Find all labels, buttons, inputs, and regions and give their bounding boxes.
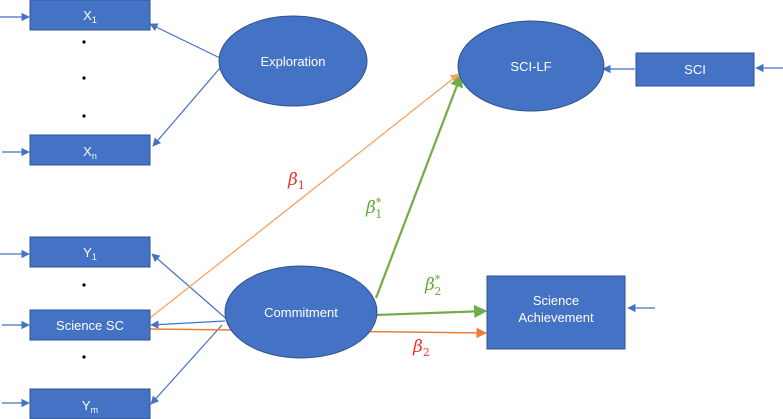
label-beta1-star-symbol: β — [365, 198, 376, 218]
label-beta2-star-sub: 2 — [434, 285, 441, 298]
node-exploration-label: Exploration — [260, 54, 325, 69]
label-beta2-sub: 2 — [423, 346, 430, 359]
node-science-sc-label: Science SC — [56, 318, 124, 333]
node-xn: Xn — [29, 134, 151, 166]
node-y1-label: Y — [83, 245, 92, 260]
label-beta1-star: β*1 — [365, 196, 382, 221]
node-achievement-line1: Science — [533, 293, 579, 308]
label-beta2-symbol: β — [412, 337, 423, 357]
svg-text:Ym: Ym — [82, 398, 98, 415]
svg-text:Xn: Xn — [83, 144, 97, 161]
path-beta1-star-arrow — [374, 73, 463, 299]
path-beta1-arrow — [149, 73, 460, 319]
node-xn-sub: n — [92, 151, 97, 161]
label-beta1-star-sup: * — [376, 196, 382, 209]
node-science-achievement: Science Achievement — [486, 275, 626, 350]
label-beta2-star: β*2 — [424, 273, 441, 298]
node-sci-lf: SCI-LF — [457, 20, 605, 112]
label-beta2-star-symbol: β — [424, 275, 435, 295]
node-exploration: Exploration — [218, 15, 368, 107]
node-sci-label: SCI — [684, 62, 706, 77]
node-sci: SCI — [635, 52, 755, 87]
node-x1-label: X — [83, 8, 92, 23]
node-commitment-label: Commitment — [264, 305, 338, 320]
node-sci-lf-label: SCI-LF — [510, 59, 551, 74]
ellipsis-dots-x — [82, 40, 86, 118]
node-commitment: Commitment — [224, 265, 378, 359]
svg-text:Y1: Y1 — [83, 245, 97, 262]
loading-exploration-xn — [152, 67, 221, 147]
node-x1: X1 — [29, 0, 151, 31]
loading-exploration-x1 — [149, 23, 221, 59]
node-achievement-line2: Achievement — [518, 310, 594, 325]
loading-commitment-ym — [150, 324, 223, 405]
node-ym: Ym — [29, 388, 151, 419]
path-beta2-star-arrow — [375, 304, 488, 319]
node-x1-sub: 1 — [92, 15, 97, 25]
label-beta1-star-sub: 1 — [375, 208, 382, 221]
label-beta2: β2 — [412, 337, 430, 359]
label-beta1-symbol: β — [287, 170, 298, 190]
node-y1-sub: 1 — [92, 252, 97, 262]
label-beta1: β1 — [287, 170, 305, 192]
measurement-arrows — [0, 12, 783, 408]
node-ym-label: Y — [82, 398, 91, 413]
node-xn-label: X — [83, 144, 92, 159]
loading-commitment-science-sc — [150, 320, 226, 329]
node-ym-sub: m — [91, 405, 99, 415]
ellipsis-dots-y — [82, 283, 86, 359]
label-beta1-sub: 1 — [298, 179, 305, 192]
node-science-sc: Science SC — [29, 309, 151, 341]
svg-text:X1: X1 — [83, 8, 97, 25]
node-y1: Y1 — [29, 236, 151, 268]
label-beta2-star-sup: * — [435, 273, 441, 286]
